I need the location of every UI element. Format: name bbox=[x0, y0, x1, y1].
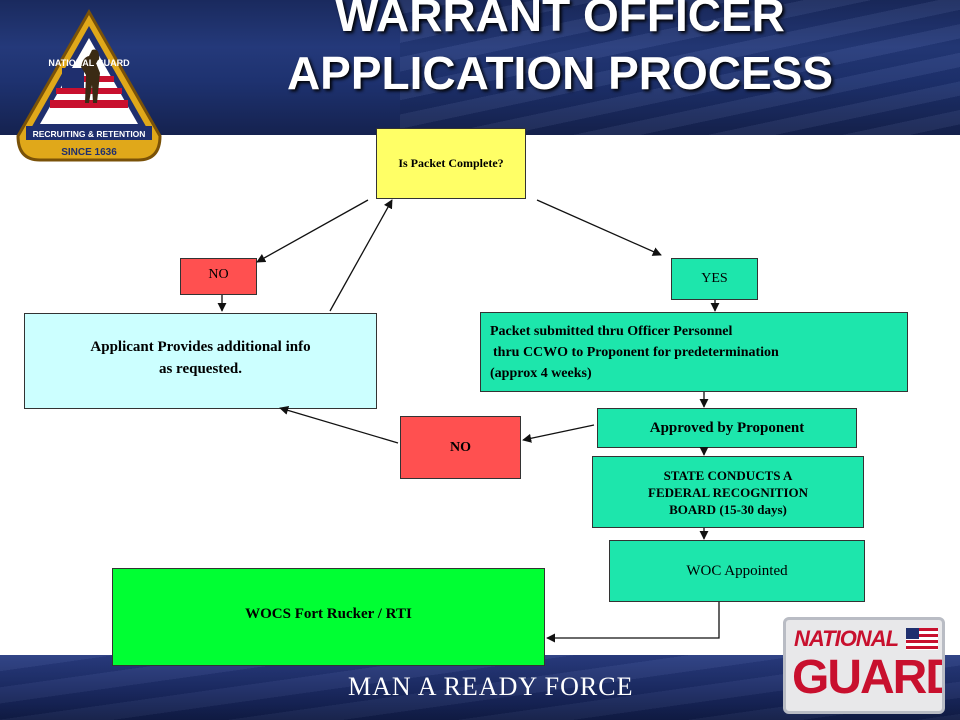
submitted-line-3: (approx 4 weeks) bbox=[490, 365, 592, 381]
logo-since-text: SINCE 1636 bbox=[61, 147, 117, 158]
arrow-applicant-to-packet bbox=[329, 199, 393, 312]
arrow-packet-to-no bbox=[256, 199, 369, 263]
footer-slogan: MAN A READY FORCE bbox=[348, 672, 634, 701]
logo-arc-text: NATIONAL GUARD bbox=[48, 58, 130, 68]
title-line-1: WARRANT OFFICER bbox=[335, 0, 785, 41]
board-line-2: FEDERAL RECOGNITION bbox=[648, 484, 808, 500]
yes-box: YES bbox=[671, 258, 758, 300]
no-mid-label: NO bbox=[450, 439, 471, 455]
no-box-top: NO bbox=[180, 258, 257, 295]
wocs-label: WOCS Fort Rucker / RTI bbox=[245, 605, 412, 622]
arrow-woc-to-wocs bbox=[546, 602, 720, 643]
board-line-1: STATE CONDUCTS A bbox=[663, 467, 793, 483]
no-box-mid: NO bbox=[400, 416, 521, 479]
applicant-line-1: Applicant Provides additional info bbox=[90, 339, 311, 355]
submitted-line-1: Packet submitted thru Officer Personnel bbox=[490, 323, 733, 339]
wocs-box: WOCS Fort Rucker / RTI bbox=[112, 568, 545, 666]
board-line-3: BOARD (15-30 days) bbox=[669, 501, 787, 517]
approved-label: Approved by Proponent bbox=[649, 419, 805, 436]
arrow-approved-to-no bbox=[522, 424, 595, 443]
approved-box: Approved by Proponent bbox=[597, 408, 857, 448]
minuteman-icon bbox=[81, 49, 100, 103]
applicant-info-box: Applicant Provides additional info as re… bbox=[24, 313, 377, 409]
brand-bottom: GUARD bbox=[792, 651, 945, 704]
logo-band-text: RECRUITING & RETENTION bbox=[33, 129, 146, 139]
flag-icon bbox=[906, 628, 938, 650]
woc-appointed-label: WOC Appointed bbox=[686, 562, 788, 579]
flag-background bbox=[400, 0, 960, 135]
title-line-2: APPLICATION PROCESS bbox=[286, 47, 834, 99]
national-guard-logo: NATIONAL GUARD RECRUITING & RETENTION SI… bbox=[16, 8, 162, 162]
woc-appointed-box: WOC Appointed bbox=[609, 540, 865, 602]
submitted-line-2: thru CCWO to Proponent for predeterminat… bbox=[493, 344, 779, 360]
arrow-no-to-applicant-2 bbox=[279, 405, 399, 444]
packet-complete-box: Is Packet Complete? bbox=[376, 128, 526, 199]
page-title: WARRANT OFFICER APPLICATION PROCESS bbox=[160, 0, 960, 102]
packet-submitted-box: Packet submitted thru Officer Personnel … bbox=[480, 312, 908, 392]
yes-label: YES bbox=[701, 271, 728, 286]
header-banner bbox=[0, 0, 960, 135]
no-top-label: NO bbox=[208, 266, 229, 282]
brand-top: NATIONAL bbox=[794, 626, 899, 651]
national-guard-brand-logo: NATIONAL GUARD bbox=[783, 617, 945, 714]
arrow-packet-to-yes bbox=[536, 199, 662, 256]
applicant-line-2: as requested. bbox=[158, 361, 243, 377]
packet-complete-label: Is Packet Complete? bbox=[398, 156, 504, 170]
recognition-board-box: STATE CONDUCTS A FEDERAL RECOGNITION BOA… bbox=[592, 456, 864, 528]
